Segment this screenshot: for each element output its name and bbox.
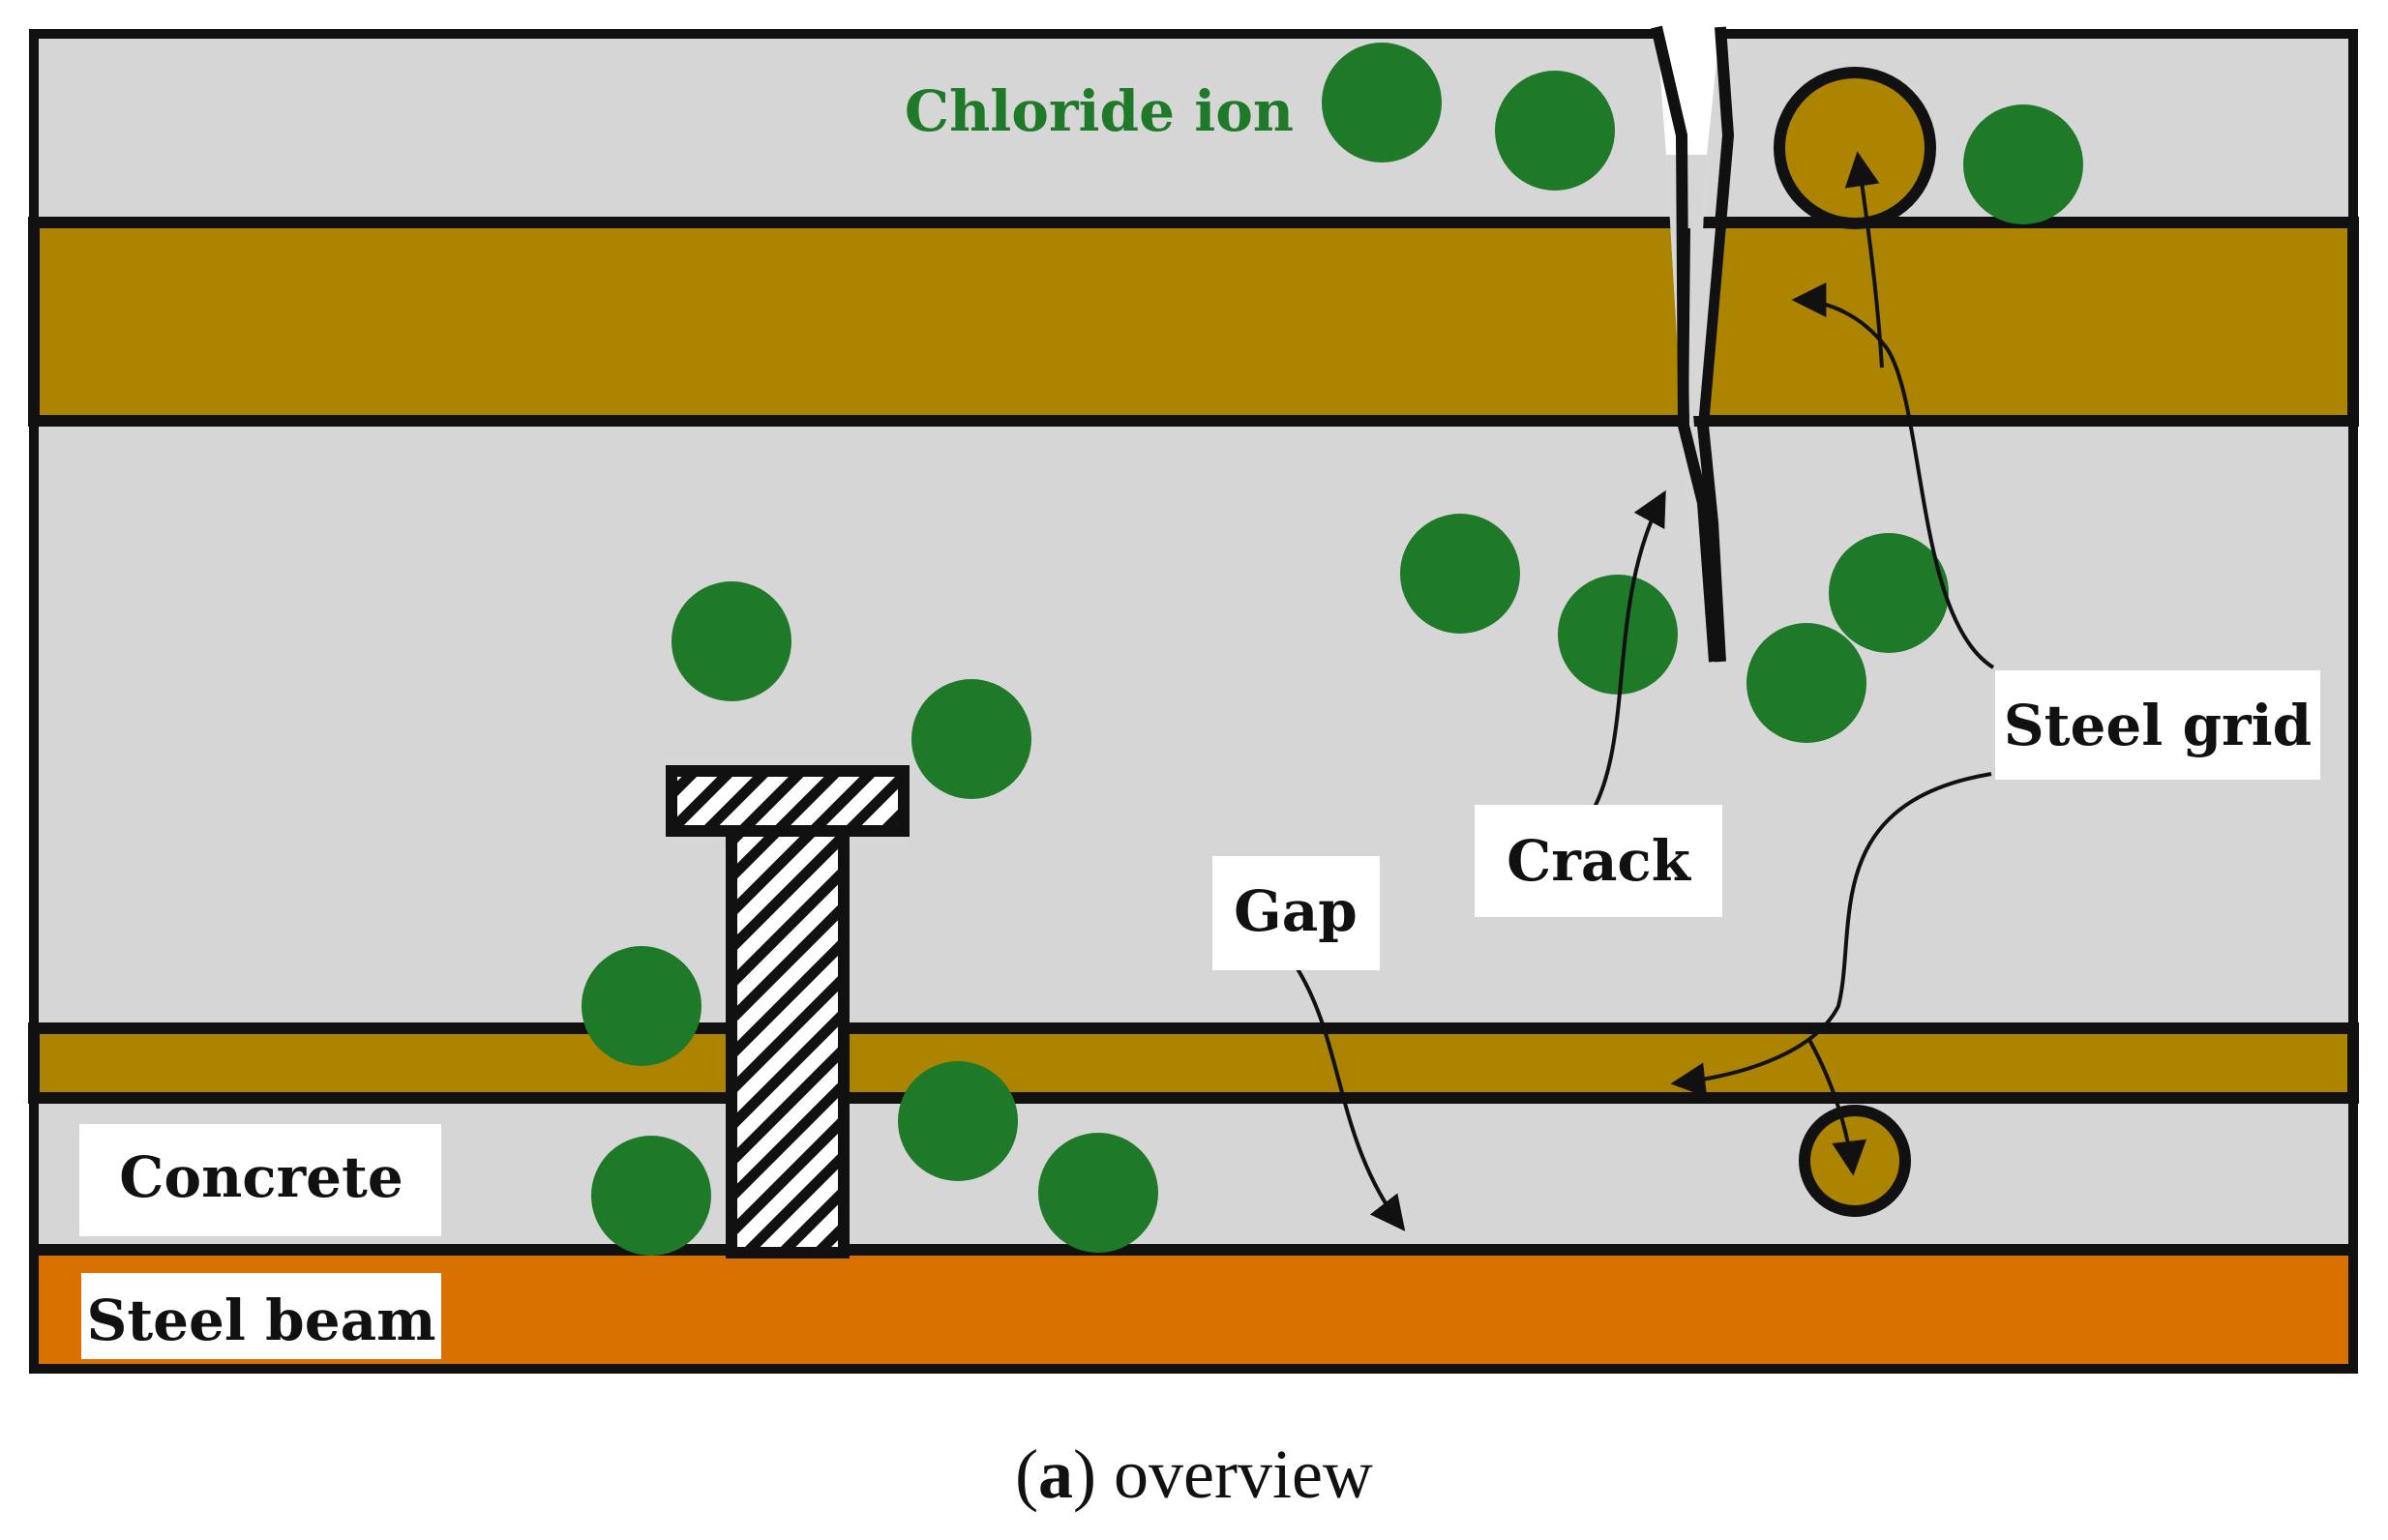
caption-open-paren: ( <box>1015 1436 1038 1513</box>
figure-caption: (a) overview <box>1015 1436 1373 1513</box>
chloride-ion <box>1963 104 2083 224</box>
outer-frame <box>29 29 2358 1374</box>
concrete-label-box <box>79 1124 441 1236</box>
chloride-ions <box>582 43 2083 1256</box>
crack-band-left <box>1679 227 1690 427</box>
upper-steel-grid <box>28 217 2359 427</box>
steel-beam-label: Steel beam <box>86 1288 435 1353</box>
chloride-ion <box>1558 575 1678 695</box>
crack-arrow <box>1590 489 1666 814</box>
lower-steel-grid <box>28 1022 2359 1104</box>
chloride-ion <box>911 679 1031 799</box>
stud-shank <box>726 825 850 1259</box>
concrete-label: Concrete <box>119 1144 403 1210</box>
gap-label-box <box>1212 856 1380 970</box>
crack-label-box <box>1475 805 1722 917</box>
chloride-ion <box>1495 71 1615 191</box>
caption-letter: a <box>1038 1436 1073 1513</box>
lower-rebar-section <box>1799 1105 1911 1217</box>
chloride-ion <box>1038 1133 1158 1253</box>
steel-grid-label-box <box>1995 670 2320 780</box>
chloride-ion <box>582 946 701 1066</box>
gap-label: Gap <box>1234 878 1358 944</box>
steel-grid-arrow-lower-circle <box>1807 1039 1867 1176</box>
steel-beam-label-box <box>81 1273 441 1359</box>
stud-head <box>666 765 910 837</box>
crack-label: Crack <box>1507 828 1692 894</box>
chloride-ion <box>672 581 791 701</box>
caption-text: overview <box>1096 1436 1373 1513</box>
upper-rebar-section <box>1774 67 1936 229</box>
crack-band-right <box>1698 227 1725 427</box>
chloride-ion <box>1322 43 1442 163</box>
chloride-ion <box>898 1061 1018 1181</box>
chloride-ion <box>1400 514 1520 634</box>
steel-grid-arrow-lower-band <box>1670 772 1992 1098</box>
steel-grid-label: Steel grid <box>2004 693 2312 758</box>
caption-close-paren: ) <box>1073 1436 1096 1513</box>
chloride-ion <box>591 1136 711 1256</box>
chloride-ion <box>1829 533 1949 653</box>
gap-arrow <box>1295 965 1406 1231</box>
steel-grid-arrow-upper-band <box>1791 282 1995 669</box>
chloride-ion <box>1746 623 1866 743</box>
chloride-ion-label: Chloride ion <box>905 78 1294 144</box>
